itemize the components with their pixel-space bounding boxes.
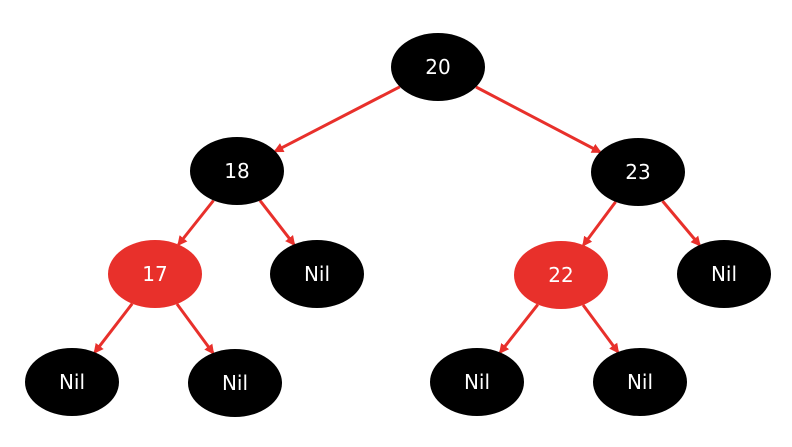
node-label: 22 [548,263,573,287]
edge-n22-to-nil22l [498,303,539,354]
black-node-shape [25,348,119,416]
tree-node-nil17l: Nil [25,348,119,416]
edge-n17-to-nil17r [175,303,215,355]
tree-node-n22: 22 [514,241,608,309]
black-node-shape [593,348,687,416]
red-node-shape [514,241,608,309]
black-node-shape [591,138,685,206]
node-label: Nil [627,370,653,394]
node-label: Nil [222,371,248,395]
tree-node-nil18r: Nil [270,240,364,308]
edge-n17-to-nil17l [93,302,134,354]
tree-node-nil17r: Nil [188,349,282,417]
tree-node-n20: 20 [391,33,485,101]
node-label: 23 [625,160,650,184]
tree-node-nil23r: Nil [677,240,771,308]
tree-edges [93,85,701,355]
black-node-shape [430,348,524,416]
black-node-shape [188,349,282,417]
edge-n23-to-nil23r [661,200,701,247]
node-label: Nil [711,262,737,286]
tree-node-nil22r: Nil [593,348,687,416]
edge-n22-to-nil22r [581,304,620,354]
node-label: 17 [142,262,167,286]
tree-node-n23: 23 [591,138,685,206]
black-node-shape [190,137,284,205]
edge-n23-to-n22 [582,201,617,247]
tree-node-nil22l: Nil [430,348,524,416]
black-node-shape [677,240,771,308]
red-node-shape [108,240,202,308]
edge-n20-to-n23 [475,85,602,154]
black-node-shape [270,240,364,308]
node-label: Nil [59,370,85,394]
edge-n18-to-n17 [177,199,215,247]
node-label: 20 [425,55,450,79]
edge-n18-to-nil18r [258,199,296,246]
node-label: Nil [464,370,490,394]
black-node-shape [391,33,485,101]
tree-node-n18: 18 [190,137,284,205]
node-label: 18 [224,159,249,183]
node-label: Nil [304,262,330,286]
edge-n20-to-n18 [273,85,401,153]
tree-node-n17: 17 [108,240,202,308]
